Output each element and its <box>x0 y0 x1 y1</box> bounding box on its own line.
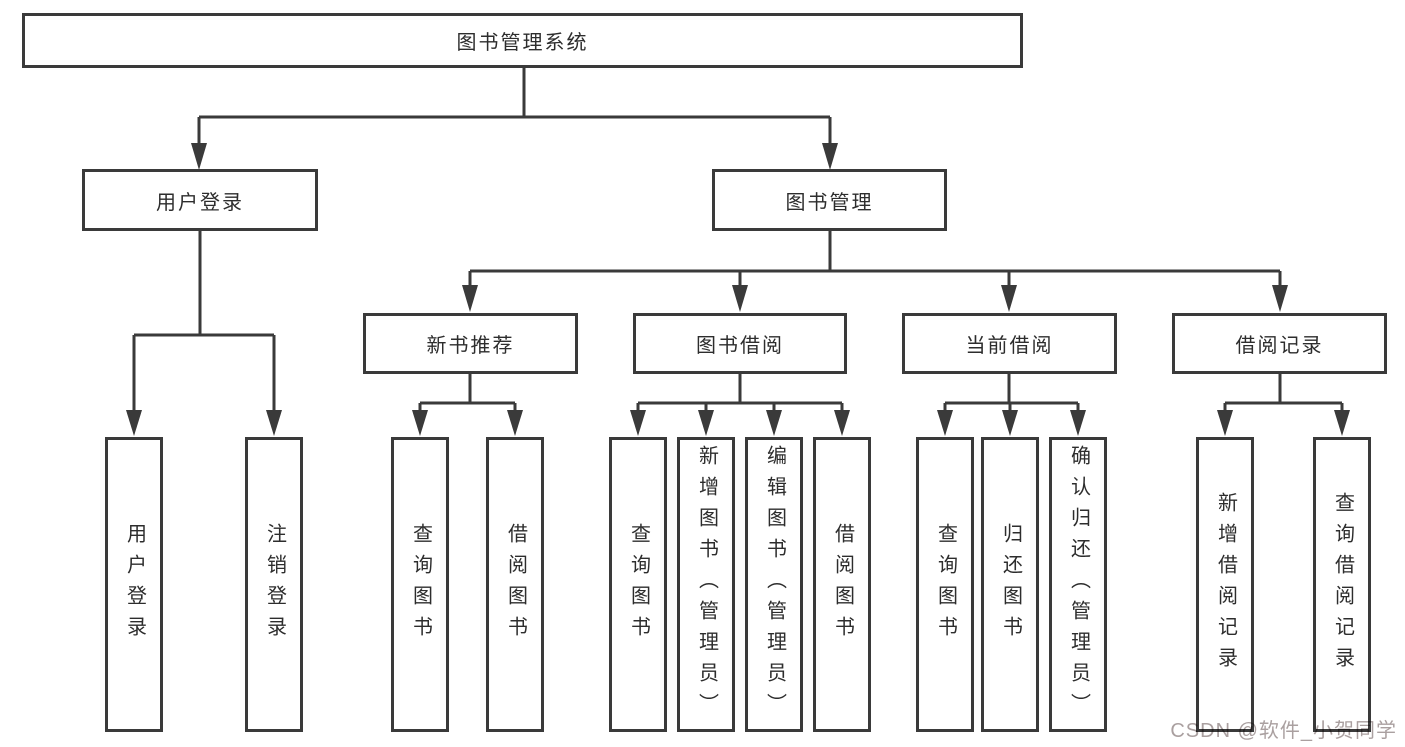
node-label: 新增图书（管理员） <box>695 445 718 724</box>
node-label: 查询图书 <box>409 522 432 647</box>
leaf-user-login: 用户登录 <box>105 437 163 732</box>
node-label: 注销登录 <box>263 522 286 647</box>
node-label: 归还图书 <box>999 522 1022 647</box>
arrowheads <box>126 143 1350 436</box>
node-label: 新书推荐 <box>426 335 515 357</box>
connector-book-borrow-branch <box>636 374 844 414</box>
leaf-query-books-borrowing: 查询图书 <box>609 437 667 732</box>
arrow-down-icon <box>1070 410 1086 436</box>
node-label: 编辑图书（管理员） <box>763 445 786 724</box>
node-label: 查询图书 <box>934 522 957 647</box>
node-current-borrowing: 当前借阅 <box>902 313 1117 374</box>
connector-borrow-records-branch <box>1223 374 1344 414</box>
arrow-down-icon <box>507 410 523 436</box>
node-new-book-recommend: 新书推荐 <box>363 313 578 374</box>
arrow-down-icon <box>1272 285 1288 312</box>
node-label: 图书借阅 <box>696 335 784 357</box>
arrow-down-icon <box>937 410 953 436</box>
node-label: 借阅图书 <box>831 522 854 647</box>
leaf-return-books: 归还图书 <box>981 437 1039 732</box>
node-label: 查询借阅记录 <box>1331 491 1354 678</box>
arrow-down-icon <box>766 410 782 436</box>
arrow-down-icon <box>1001 285 1017 312</box>
connector-user-login-branch <box>132 231 276 413</box>
node-label: 当前借阅 <box>965 335 1054 357</box>
arrow-down-icon <box>1002 410 1018 436</box>
connector-root-branch <box>197 68 832 146</box>
connector-book-management-branch <box>468 231 1282 288</box>
node-label: 确认归还（管理员） <box>1067 445 1090 724</box>
node-label: 借阅记录 <box>1235 335 1324 357</box>
arrow-down-icon <box>462 285 478 312</box>
leaf-borrow-books-borrowing: 借阅图书 <box>813 437 871 732</box>
node-label: 图书管理系统 <box>456 32 589 54</box>
arrow-down-icon <box>1217 410 1233 436</box>
node-label: 查询图书 <box>627 522 650 647</box>
arrow-down-icon <box>630 410 646 436</box>
arrow-down-icon <box>1334 410 1350 436</box>
node-borrowing-records: 借阅记录 <box>1172 313 1387 374</box>
node-book-borrowing: 图书借阅 <box>633 313 847 374</box>
node-label: 用户登录 <box>123 522 146 647</box>
node-book-management: 图书管理 <box>712 169 947 231</box>
arrow-down-icon <box>266 410 282 436</box>
connector-current-borrow-branch <box>943 374 1080 414</box>
connector-lines <box>132 68 1344 414</box>
arrow-down-icon <box>698 410 714 436</box>
node-label: 用户登录 <box>156 191 244 214</box>
leaf-confirm-return-admin: 确认归还（管理员） <box>1049 437 1107 732</box>
csdn-watermark: CSDN @软件_小贺同学 <box>1170 720 1397 742</box>
arrow-down-icon <box>126 410 142 436</box>
leaf-add-books-admin: 新增图书（管理员） <box>677 437 735 732</box>
arrow-down-icon <box>191 143 207 170</box>
arrow-down-icon <box>834 410 850 436</box>
leaf-edit-books-admin: 编辑图书（管理员） <box>745 437 803 732</box>
node-label: 借阅图书 <box>504 522 527 647</box>
leaf-borrow-books-recommend: 借阅图书 <box>486 437 544 732</box>
arrow-down-icon <box>822 143 838 170</box>
leaf-query-books-current: 查询图书 <box>916 437 974 732</box>
leaf-query-books-recommend: 查询图书 <box>391 437 449 732</box>
node-library-management-system: 图书管理系统 <box>22 13 1023 68</box>
node-user-login: 用户登录 <box>82 169 318 231</box>
leaf-query-borrow-record: 查询借阅记录 <box>1313 437 1371 732</box>
node-label: 新增借阅记录 <box>1214 491 1237 678</box>
leaf-add-borrow-record: 新增借阅记录 <box>1196 437 1254 732</box>
arrow-down-icon <box>732 285 748 312</box>
arrow-down-icon <box>412 410 428 436</box>
connector-new-book-branch <box>418 374 517 414</box>
leaf-logout-login: 注销登录 <box>245 437 303 732</box>
node-label: 图书管理 <box>785 191 874 214</box>
